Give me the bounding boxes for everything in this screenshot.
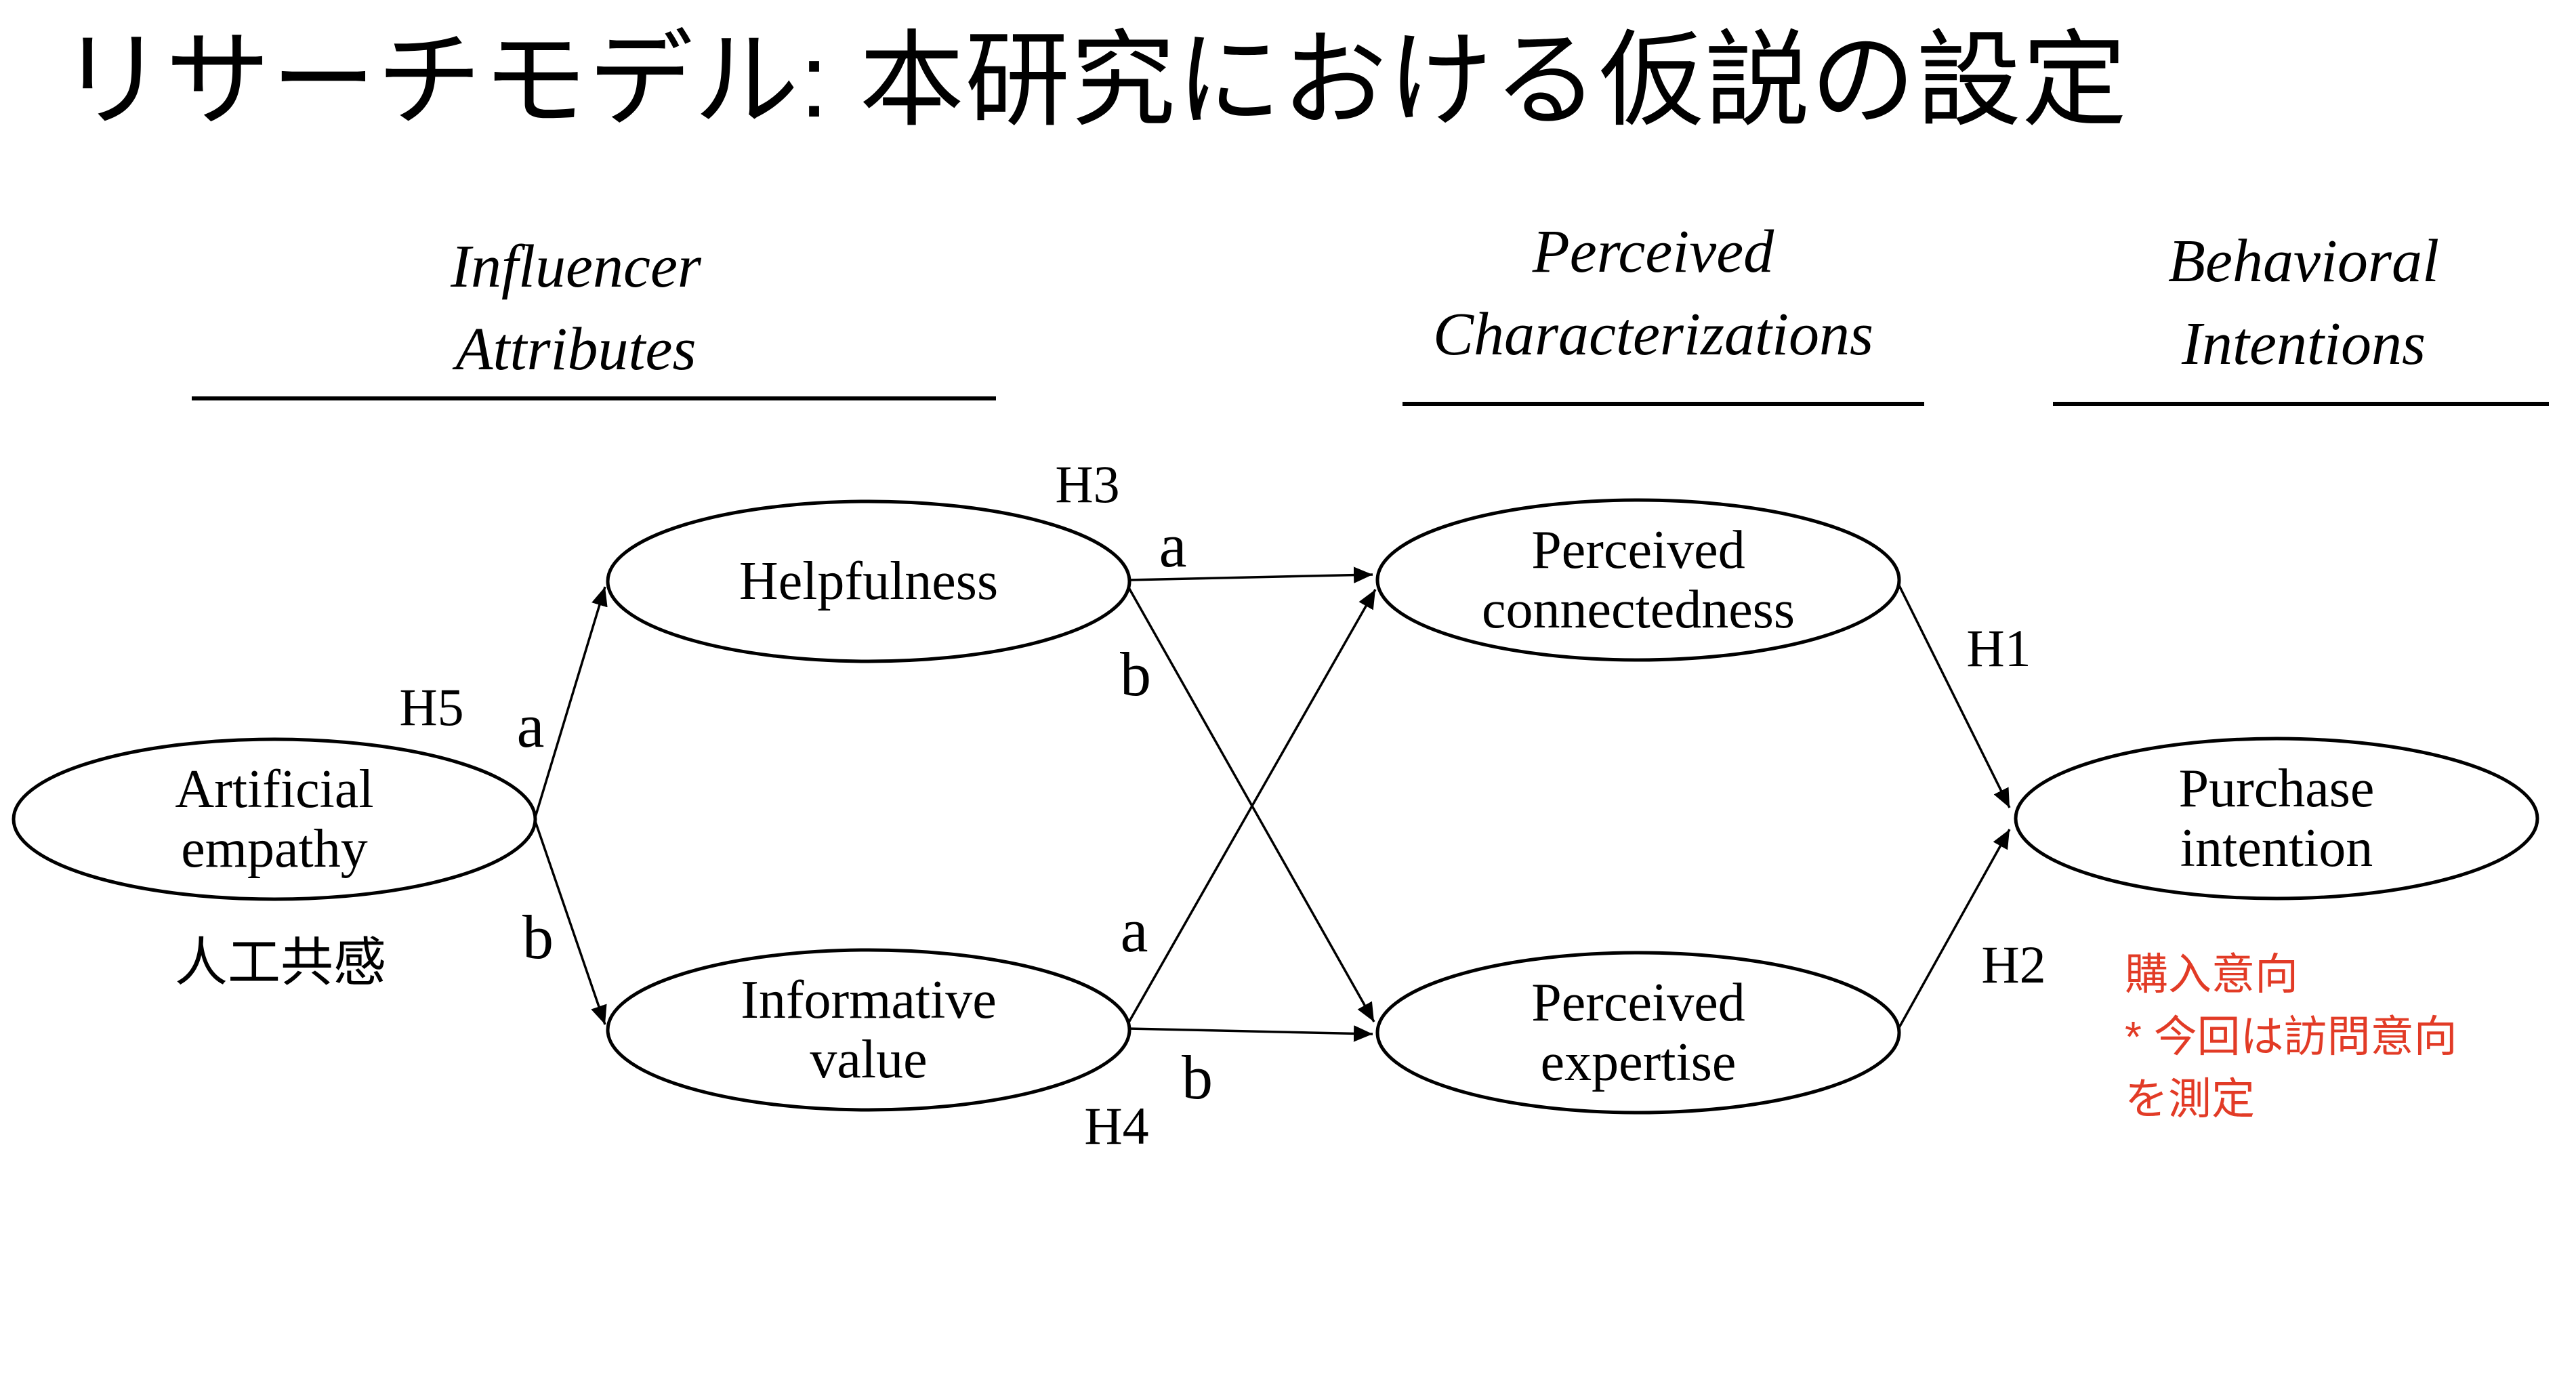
label-b-help-to-expertise: b [1120,640,1151,709]
node-artificial-empathy-label: Artificial empathy [175,760,373,879]
label-b-ae-to-informative: b [522,903,554,972]
edge-perceived-expertise-to-purchase-intention [1896,829,2011,1031]
column-header-behavioral-line1: Behavioral [2168,228,2439,295]
node-perceived-expertise-ellipse [1375,951,1901,1115]
label-h2: H2 [1981,935,2046,994]
node-informative-value-label: Informative value [741,970,997,1090]
label-b-inform-to-expertise: b [1182,1043,1213,1112]
label-a-inform-to-connected: a [1120,896,1148,965]
node-informative-value-ellipse [606,948,1131,1112]
node-artificial-empathy-ellipse [12,737,537,901]
node-purchase-intention-line1: Purchase [2178,759,2375,819]
label-a-ae-to-helpfulness: a [516,691,545,760]
label-h3: H3 [1055,455,1120,514]
node-perceived-connectedness-label: Perceived connectedness [1482,520,1795,640]
edge-helpfulness-to-perceived-connectedness [1127,566,1373,583]
column-header-perceived-line1: Perceived [1532,218,1774,285]
node-purchase-intention-label: Purchase intention [2179,759,2375,878]
node-perceived-expertise-line2: expertise [1540,1033,1737,1092]
edge-informative-value-to-perceived-expertise [1127,1025,1373,1042]
node-perceived-connectedness-ellipse [1375,498,1901,662]
red-note-purchase-intention: 購入意向 * 今回は訪問意向 を測定 [2125,943,2457,1130]
node-helpfulness-line1: Helpfulness [739,552,999,611]
node-artificial-empathy-line1: Artificial [175,760,374,819]
node-purchase-intention-line2: intention [2180,819,2373,878]
column-header-behavioral-intentions: Behavioral Intentions [2168,220,2439,386]
node-informative-value-line1: Informative [741,970,997,1030]
column-header-perceived-characterizations: Perceived Characterizations [1433,211,1873,376]
node-perceived-expertise-label: Perceived expertise [1531,973,1745,1092]
node-perceived-expertise-line1: Perceived [1531,973,1745,1033]
column-header-perceived-line2: Characterizations [1432,301,1874,368]
label-h1: H1 [1966,619,2031,678]
red-note-line2: * 今回は訪問意向 [2125,1012,2457,1061]
slide-title: リサーチモデル: 本研究における仮説の設定 [60,22,2128,139]
node-helpfulness-ellipse [606,499,1131,663]
node-helpfulness-label: Helpfulness [739,552,998,611]
node-perceived-connectedness-line1: Perceived [1531,520,1745,580]
node-purchase-intention-ellipse [2014,737,2539,901]
label-h5: H5 [399,678,464,737]
annotation-artificial-empathy-jp: 人工共感 [174,932,387,992]
node-informative-value-line2: value [810,1030,928,1090]
edge-perceived-connectedness-to-purchase-intention [1896,582,2011,808]
red-note-line1: 購入意向 [2125,950,2298,999]
column-header-influencer-line2: Attributes [455,316,697,383]
edge-artificial-empathy-to-helpfulness [534,586,608,818]
column-header-influencer-attributes: Influencer Attributes [451,226,701,391]
column-header-influencer-line1: Influencer [451,233,701,300]
label-a-help-to-connected: a [1159,511,1187,580]
edge-informative-value-to-perceived-connectedness [1125,589,1377,1027]
edge-artificial-empathy-to-informative-value [534,821,607,1025]
node-perceived-connectedness-line2: connectedness [1481,580,1795,640]
edge-helpfulness-to-perceived-expertise [1125,583,1375,1022]
label-h4: H4 [1084,1096,1149,1155]
column-header-behavioral-line2: Intentions [2182,310,2426,377]
node-artificial-empathy-line2: empathy [181,819,368,879]
red-note-line3: を測定 [2125,1075,2255,1123]
